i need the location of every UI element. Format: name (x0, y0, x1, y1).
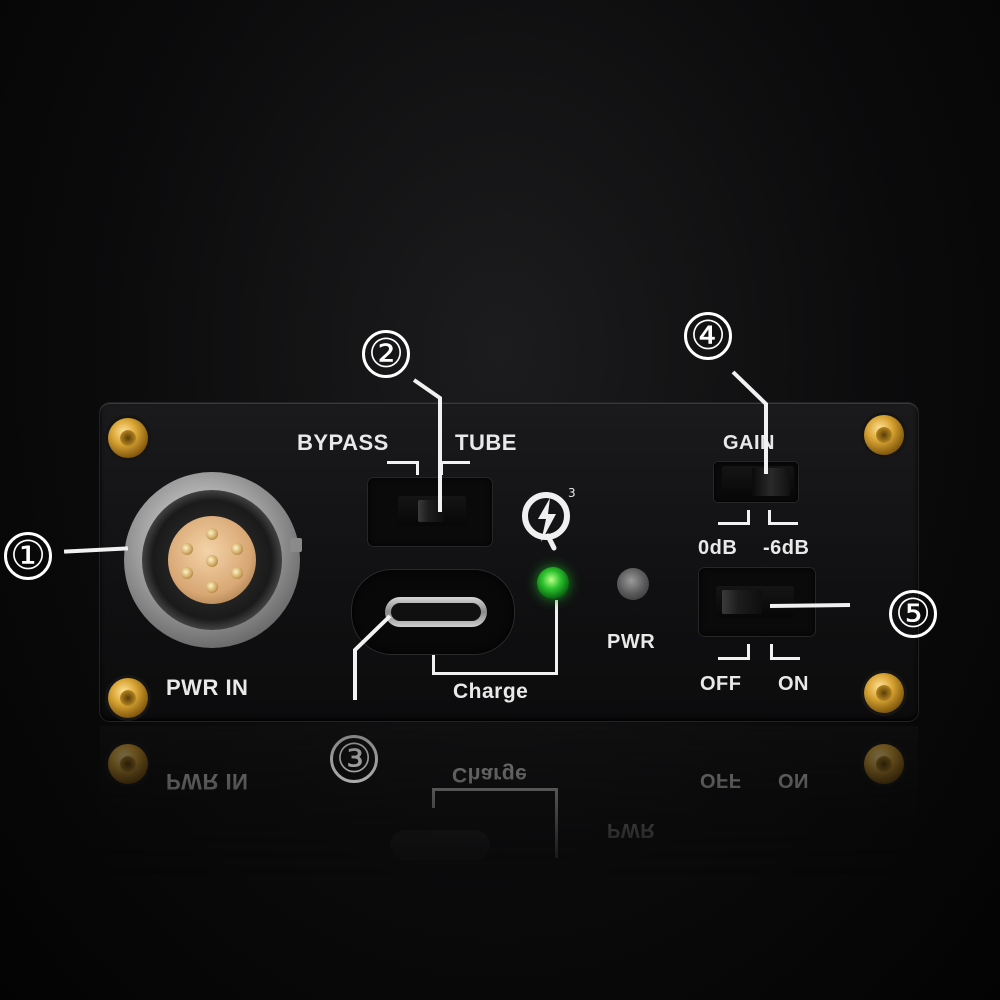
screw-top-left (108, 418, 148, 458)
connector-pin (181, 567, 193, 579)
gain-switch-lever[interactable] (752, 468, 790, 496)
pwr-led-label: PWR (607, 631, 656, 653)
power-switch-lever[interactable] (722, 590, 762, 614)
reflected-charge-label: Charge (452, 763, 528, 786)
reflected-off-label: OFF (700, 769, 742, 791)
connector-key-notch (290, 538, 302, 552)
tube-label: TUBE (455, 430, 517, 455)
pwr-in-label: PWR IN (166, 675, 249, 700)
callout-2: ② (362, 330, 410, 378)
charge-led-indicator (537, 567, 569, 599)
charge-label: Charge (453, 680, 529, 703)
reflected-pwr-in-label: PWR IN (166, 769, 249, 794)
connector-pin (231, 567, 243, 579)
bypass-label: BYPASS (297, 430, 389, 455)
qc-superscript: 3 (568, 486, 576, 500)
callout-4: ④ (684, 312, 732, 360)
screw-bottom-left (108, 678, 148, 718)
usb-c-port[interactable] (385, 597, 487, 627)
screw-bottom-right (864, 673, 904, 713)
connector-pin (206, 555, 218, 567)
gain-label: GAIN (723, 432, 775, 454)
power-off-label: OFF (700, 673, 742, 695)
reflected-usb-port (390, 830, 490, 860)
power-on-label: ON (778, 673, 809, 695)
connector-pin (231, 543, 243, 555)
power-led-indicator (617, 568, 649, 600)
connector-pin (206, 581, 218, 593)
screw-top-right (864, 415, 904, 455)
gain-0db-label: 0dB (698, 537, 738, 559)
reflected-screw-left (108, 744, 148, 784)
quick-charge-3-icon (522, 492, 570, 551)
callout-1: ① (4, 532, 52, 580)
connector-pin (181, 543, 193, 555)
connector-pin (206, 528, 218, 540)
reflected-screw-right (864, 744, 904, 784)
surface-reflection: PWR IN Charge PWR OFF ON (100, 726, 918, 876)
reflected-pwr-label: PWR (607, 819, 656, 841)
reflected-on-label: ON (778, 769, 809, 791)
callout-5: ⑤ (889, 590, 937, 638)
bypass-tube-switch-lever[interactable] (418, 500, 444, 522)
gain-minus6db-label: -6dB (763, 537, 810, 559)
